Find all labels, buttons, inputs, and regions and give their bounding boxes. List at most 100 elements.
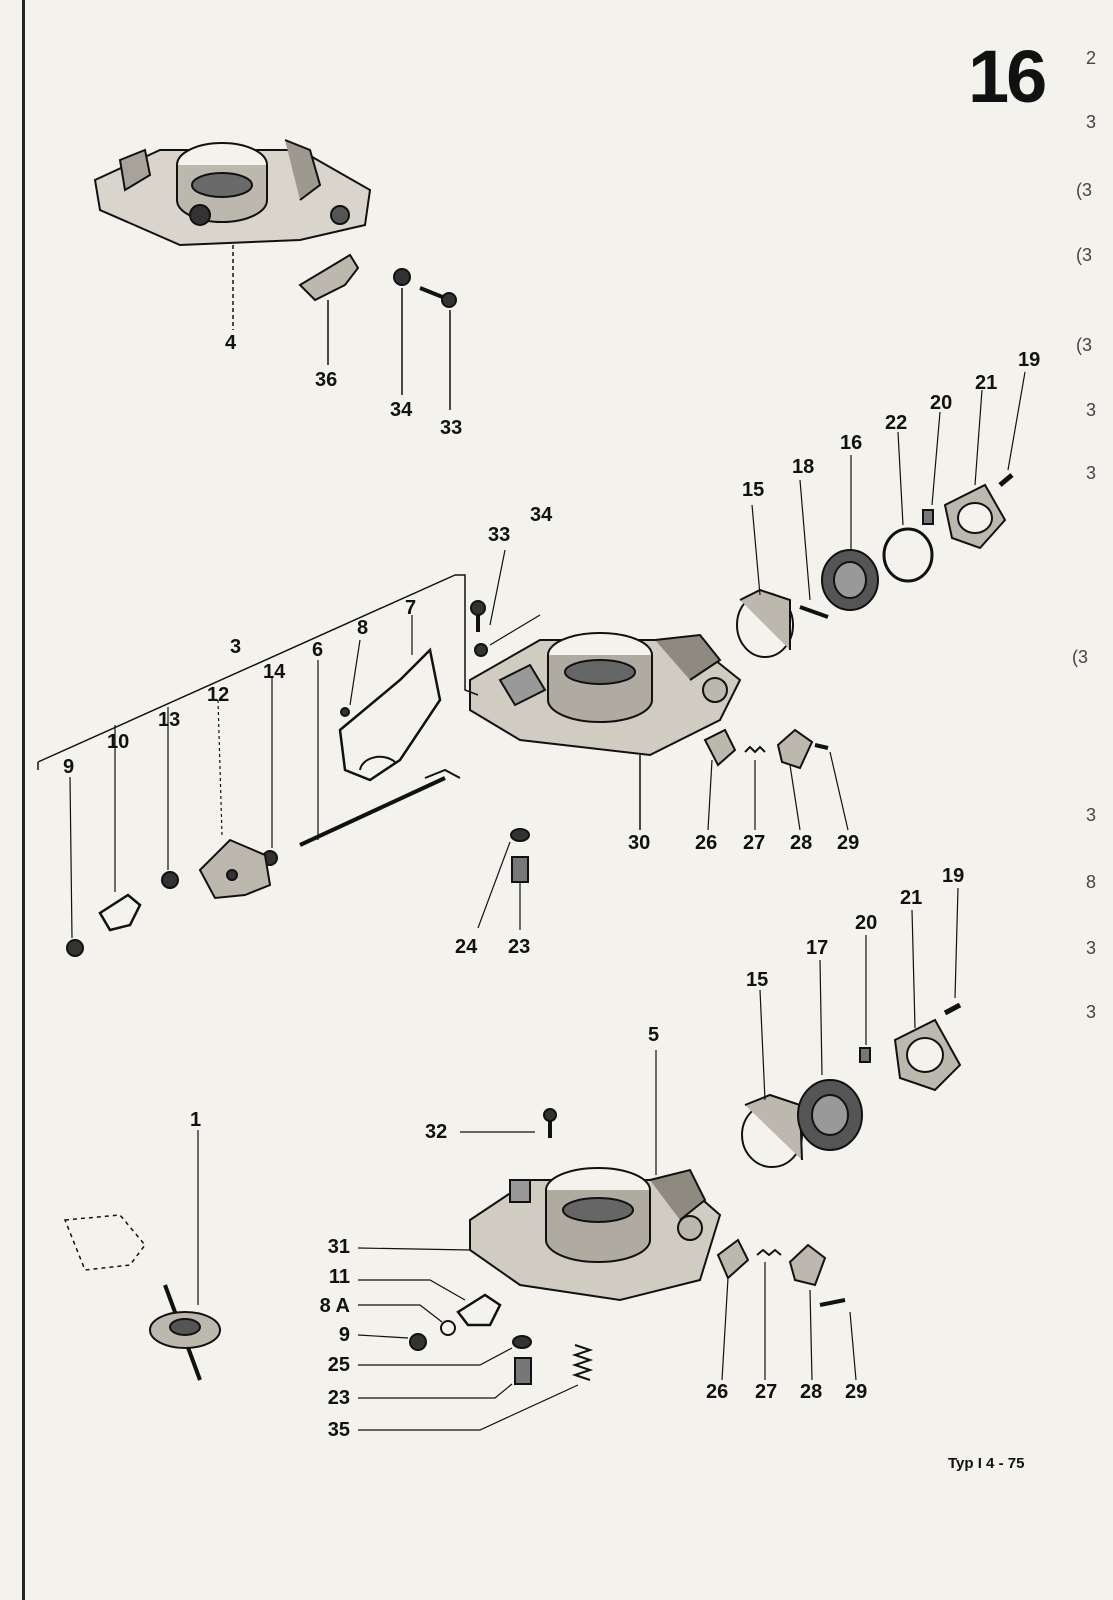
label-part-20: 20 xyxy=(930,392,953,414)
spacer-20-mid xyxy=(922,411,941,525)
screw-33-top xyxy=(419,286,457,410)
label-part-17: 17 xyxy=(806,937,829,959)
label-part-28: 28 xyxy=(800,1381,823,1403)
label-part-22: 22 xyxy=(885,412,908,434)
label-part-13: 13 xyxy=(158,709,181,731)
edge-mark: 3 xyxy=(1086,463,1097,483)
seal-25 xyxy=(358,1335,532,1366)
label-part-1: 1 xyxy=(190,1109,202,1131)
label-part-31: 31 xyxy=(327,1236,350,1258)
screw-19-mid xyxy=(998,371,1026,487)
label-part-30: 30 xyxy=(628,832,651,854)
choke-cover-16 xyxy=(821,455,879,611)
label-part-27: 27 xyxy=(743,832,766,854)
washer-34-middle xyxy=(474,614,541,657)
spring-27-mid xyxy=(744,745,766,830)
pin-18 xyxy=(799,479,829,619)
screw-8 xyxy=(340,639,361,717)
choke-cover-17 xyxy=(797,959,863,1151)
edge-mark: (3 xyxy=(1076,245,1093,265)
label-part-6: 6 xyxy=(312,639,324,661)
lever-12 xyxy=(198,699,272,900)
jet-23-mid xyxy=(511,856,529,930)
label-part-35: 35 xyxy=(327,1419,350,1441)
label-part-4: 4 xyxy=(225,332,237,354)
label-part-24: 24 xyxy=(455,936,478,958)
screw-29-bottom xyxy=(819,1298,857,1381)
screw-33-middle xyxy=(470,549,506,632)
edge-mark: 3 xyxy=(1086,112,1097,132)
label-part-8a: 8 A xyxy=(319,1295,350,1317)
choke-housing-15-bottom xyxy=(741,989,803,1168)
gasket-36 xyxy=(298,253,360,365)
edge-mark: 3 xyxy=(1086,938,1097,958)
label-part-21: 21 xyxy=(900,887,923,909)
footer-type-date: Typ I 4 - 75 xyxy=(948,1455,1025,1472)
label-part-15: 15 xyxy=(742,479,765,501)
carburetor-body-30 xyxy=(469,632,742,830)
label-part-25: 25 xyxy=(327,1354,350,1376)
nut-13 xyxy=(161,707,179,889)
seal-24-mid xyxy=(477,828,530,929)
screw-29-mid xyxy=(814,743,849,831)
label-part-16: 16 xyxy=(840,432,863,454)
choke-unit-1 xyxy=(63,1130,221,1381)
label-part-5: 5 xyxy=(648,1024,660,1046)
diaphragm-26-mid xyxy=(703,728,737,831)
label-part-33: 33 xyxy=(488,524,511,546)
page-number: 16 xyxy=(968,35,1047,118)
spring-27-bottom xyxy=(756,1248,782,1380)
carburetor-body-5 xyxy=(469,1050,722,1302)
label-part-11: 11 xyxy=(328,1266,350,1288)
carburetor-upper-part-4 xyxy=(93,139,372,330)
label-part-29: 29 xyxy=(837,832,860,854)
label-part-7: 7 xyxy=(405,597,417,619)
edge-mark: 3 xyxy=(1086,805,1097,825)
edge-mark: (3 xyxy=(1072,647,1089,667)
diaphragm-26-bottom xyxy=(716,1238,750,1381)
label-part-23: 23 xyxy=(508,936,531,958)
choke-housing-15-mid xyxy=(736,504,794,658)
jet-23-bottom xyxy=(358,1357,532,1399)
spacer-20-bottom xyxy=(859,935,871,1063)
washer-8A xyxy=(358,1304,456,1336)
plate-21-bottom xyxy=(893,909,962,1092)
cover-28-bottom xyxy=(788,1243,827,1381)
edge-mark: 3 xyxy=(1086,400,1097,420)
label-part-18: 18 xyxy=(792,456,815,478)
leader-31 xyxy=(357,1247,471,1251)
spring-35 xyxy=(358,1344,594,1431)
label-part-21: 21 xyxy=(975,372,998,394)
edge-mark: 2 xyxy=(1086,48,1097,68)
edge-mark: (3 xyxy=(1076,335,1093,355)
edge-mark: (3 xyxy=(1076,180,1093,200)
label-part-26: 26 xyxy=(706,1381,729,1403)
label-part-9: 9 xyxy=(338,1324,350,1346)
shaft-6 xyxy=(299,660,461,847)
nut-9-bottom xyxy=(357,1333,427,1351)
label-part-14: 14 xyxy=(263,661,286,683)
label-part-33: 33 xyxy=(440,417,463,439)
label-part-34: 34 xyxy=(390,399,413,421)
label-part-15: 15 xyxy=(746,969,769,991)
label-part-26: 26 xyxy=(695,832,718,854)
clip-10 xyxy=(98,725,142,932)
label-part-34: 34 xyxy=(530,504,553,526)
label-part-12: 12 xyxy=(207,684,230,706)
cover-28-mid xyxy=(776,728,814,831)
binding-line xyxy=(22,0,25,1600)
label-part-3: 3 xyxy=(230,636,242,658)
edge-mark: 8 xyxy=(1086,872,1097,892)
clip-11 xyxy=(358,1279,502,1327)
label-part-9: 9 xyxy=(63,756,75,778)
nut-9-mid xyxy=(66,776,84,957)
plate-21-mid xyxy=(943,389,1007,550)
screw-19-bottom xyxy=(943,887,962,1016)
label-part-23: 23 xyxy=(327,1387,350,1409)
label-part-10: 10 xyxy=(107,731,130,753)
label-part-27: 27 xyxy=(755,1381,778,1403)
label-part-19: 19 xyxy=(942,865,965,887)
edge-mark: 3 xyxy=(1086,1002,1097,1022)
